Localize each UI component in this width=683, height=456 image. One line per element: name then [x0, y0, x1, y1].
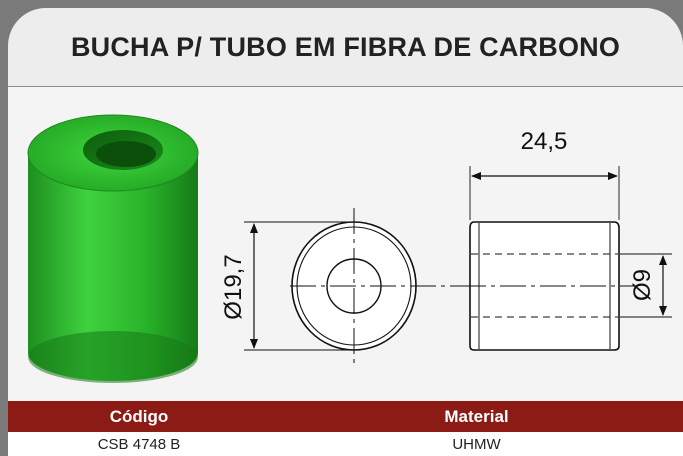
outer-diameter-dimension-label: Ø19,7: [220, 254, 247, 319]
bushing-3d-model: [27, 114, 199, 383]
page-title: BUCHA P/ TUBO EM FIBRA DE CARBONO: [8, 8, 683, 87]
inner-diameter-dimension-label: Ø9: [629, 269, 656, 301]
front-view: [244, 208, 470, 363]
spec-table-header: Código Material: [8, 401, 683, 432]
length-dimension-label: 24,5: [521, 128, 568, 155]
technical-drawing-area: 24,5 Ø19,7 Ø9: [8, 87, 683, 401]
cell-code: CSB 4748 B: [97, 435, 181, 453]
cell-material: UHMW: [452, 435, 501, 453]
table-row: CSB 4748 B UHMW: [8, 432, 683, 456]
product-card: BUCHA P/ TUBO EM FIBRA DE CARBONO: [8, 8, 683, 456]
side-view: [460, 166, 672, 351]
technical-drawing: 24,5 Ø19,7 Ø9: [27, 114, 672, 383]
column-header-code: Código: [109, 406, 169, 426]
column-header-material: Material: [444, 406, 509, 426]
